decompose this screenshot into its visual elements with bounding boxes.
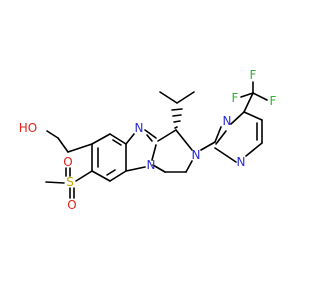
imidazole-n-label: N — [135, 121, 144, 135]
pyrimidine-n-bottom-label: N — [237, 155, 246, 169]
sulfur-label: S — [66, 175, 74, 189]
hydroxyl-label: HO — [19, 121, 37, 135]
sulfonyl-o-top-label: O — [63, 155, 72, 169]
bonds — [45, 81, 268, 199]
fluorine-top-label: F — [250, 68, 257, 82]
fluorine-right-label: F — [270, 94, 277, 108]
fused-n-label: N — [147, 158, 156, 172]
sulfonyl-o-bottom-label: O — [67, 198, 76, 212]
molecule-canvas: HO N N N N N S O O F F F — [19, 68, 277, 212]
atom-labels: HO N N N N N S O O F F F — [19, 68, 277, 212]
pyrimidine-n-top-label: N — [223, 114, 232, 128]
fluorine-left-label: F — [232, 91, 239, 105]
molecule-structure: HO N N N N N S O O F F F — [19, 68, 277, 212]
piperazine-n-label: N — [192, 148, 201, 162]
stereo-hash-bond — [171, 108, 183, 129]
